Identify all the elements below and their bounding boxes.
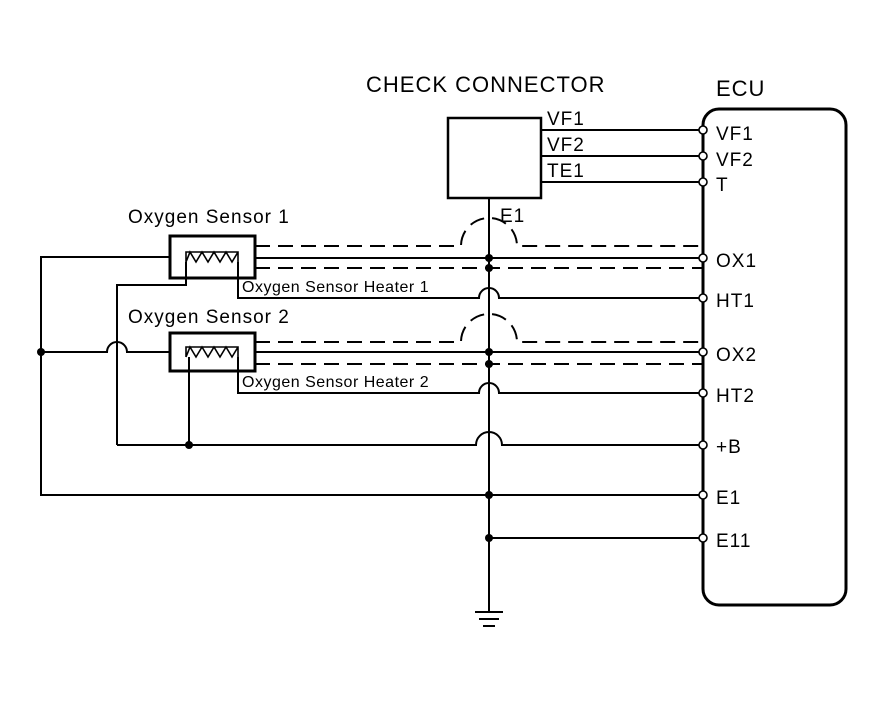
- terminal-vf2: [698, 151, 708, 161]
- wire-ht1: [237, 262, 703, 299]
- heater-1-label: Oxygen Sensor Heater 1: [242, 279, 429, 296]
- heater-1-feed: [116, 262, 187, 445]
- terminal-ox1: [698, 253, 708, 263]
- wire-ht2: [237, 357, 703, 394]
- oxygen-sensor-1-label: Oxygen Sensor 1: [128, 207, 290, 228]
- junction-sensor-ground: [37, 348, 45, 356]
- connector-label-vf2: VF2: [547, 135, 585, 156]
- junction-e11: [485, 534, 493, 542]
- ground-icon: [475, 611, 503, 627]
- check-connector-title: CHECK CONNECTOR: [366, 72, 606, 97]
- terminal-vf1: [698, 125, 708, 135]
- ox1-shield-upper: [255, 217, 703, 247]
- ecu-pin-t: T: [716, 175, 729, 196]
- ecu-pin-ox1: OX1: [716, 251, 757, 272]
- terminal-e1: [698, 490, 708, 500]
- terminal-ox2: [698, 347, 708, 357]
- ox2-shield-upper: [255, 313, 703, 343]
- connector-label-e1: E1: [500, 206, 525, 227]
- terminal-e11: [698, 533, 708, 543]
- junction-e1: [485, 491, 493, 499]
- oxygen-sensor-2-box: [168, 331, 257, 373]
- sensor-2-ground: [41, 341, 170, 353]
- terminal-t: [698, 177, 708, 187]
- junction-ox1-upper: [485, 254, 493, 262]
- oxygen-sensor-1-box: [168, 234, 257, 280]
- sensor-1-ground: [40, 256, 703, 496]
- ecu-pin-vf1: VF1: [716, 124, 754, 145]
- check-connector-box: [446, 116, 543, 200]
- terminal-plus-b: [698, 440, 708, 450]
- junction-ox2-lower: [485, 360, 493, 368]
- terminal-ht2: [698, 388, 708, 398]
- junction-ox2-upper: [485, 348, 493, 356]
- heater-2-label: Oxygen Sensor Heater 2: [242, 374, 429, 391]
- junction-ox1-lower: [485, 264, 493, 272]
- ecu-title: ECU: [716, 76, 765, 101]
- ecu-pin-vf2: VF2: [716, 150, 754, 171]
- ecu-pin-ht1: HT1: [716, 291, 755, 312]
- terminal-ht1: [698, 293, 708, 303]
- connector-label-te1: TE1: [547, 161, 585, 182]
- ecu-pin-e11: E11: [716, 531, 751, 552]
- junction-heater-2: [185, 441, 193, 449]
- ecu-box: [701, 107, 848, 607]
- ecu-pin-e1: E1: [716, 488, 741, 509]
- heater-2-coil-icon: [185, 345, 239, 359]
- oxygen-sensor-2-label: Oxygen Sensor 2: [128, 307, 290, 328]
- ecu-pin-ht2: HT2: [716, 386, 755, 407]
- heater-1-coil-icon: [185, 250, 239, 264]
- ecu-pin-plus-b: +B: [716, 437, 742, 458]
- wire-plus-b: [117, 431, 703, 446]
- connector-label-vf1: VF1: [547, 109, 585, 130]
- ecu-pin-ox2: OX2: [716, 345, 757, 366]
